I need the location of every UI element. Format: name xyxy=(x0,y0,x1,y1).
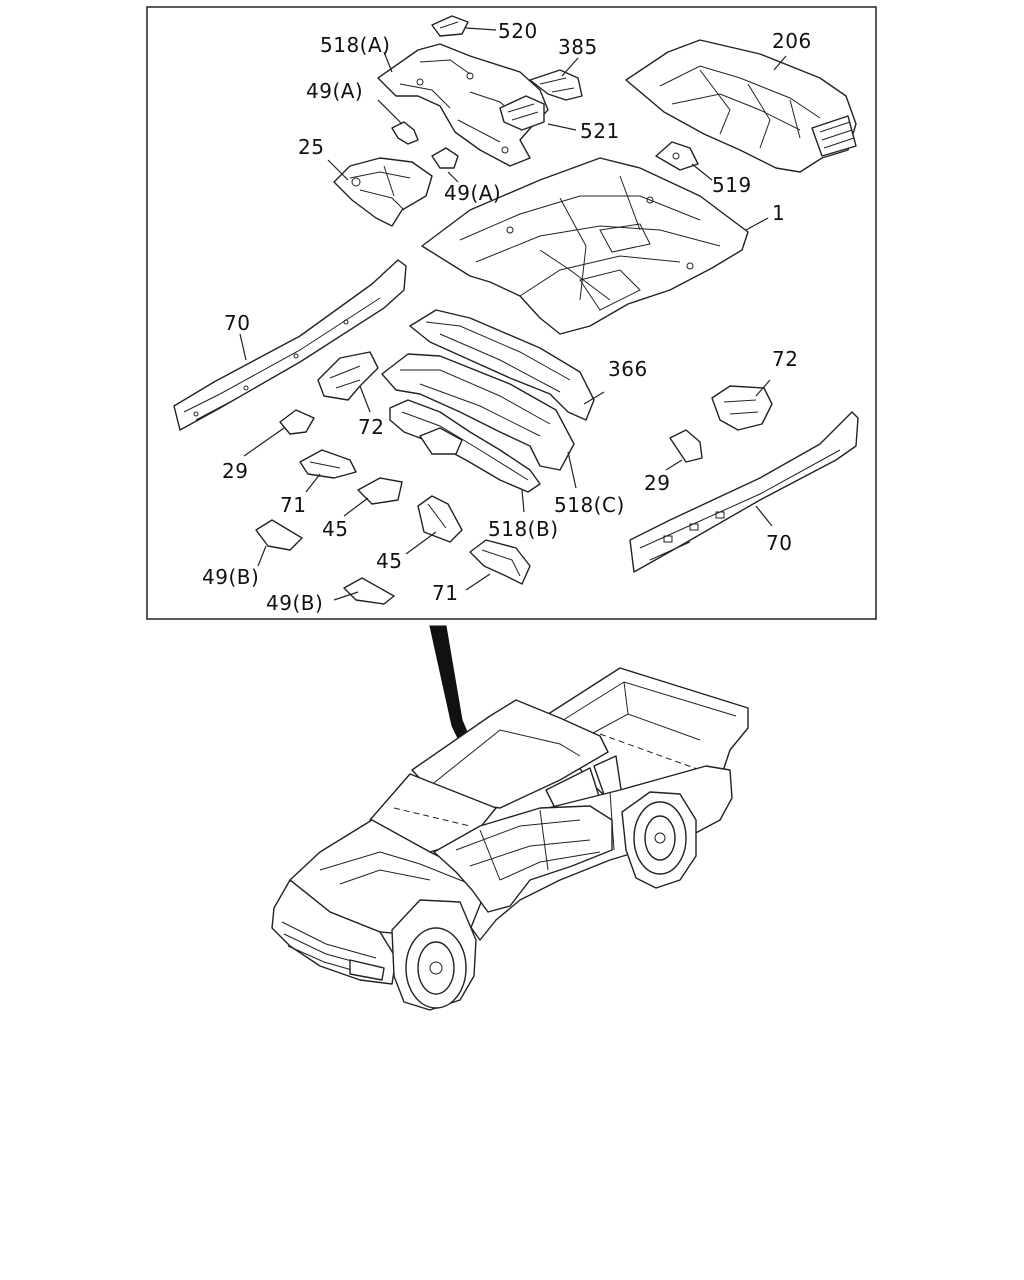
part-518b xyxy=(389,399,541,493)
part-25 xyxy=(333,157,433,227)
part-45-lower xyxy=(417,495,463,543)
callout-25: 25 xyxy=(298,135,324,159)
part-29-left xyxy=(279,409,315,435)
callout-518b: 518(B) xyxy=(488,517,559,541)
callout-385: 385 xyxy=(558,35,598,59)
callout-45-lower: 45 xyxy=(376,549,402,573)
callout-45-left: 45 xyxy=(322,517,348,541)
part-29-right xyxy=(669,429,703,463)
part-1 xyxy=(421,157,749,335)
part-366 xyxy=(381,309,595,471)
pickup-truck-illustration xyxy=(271,667,749,1011)
callout-49b-left: 49(B) xyxy=(202,565,259,589)
callout-49b-lower: 49(B) xyxy=(266,591,323,615)
callout-71-left: 71 xyxy=(280,493,306,517)
callout-518c: 518(C) xyxy=(554,493,625,517)
part-521 xyxy=(499,95,545,131)
part-49b-lower xyxy=(343,577,395,605)
part-518a xyxy=(377,43,549,167)
callout-70-left: 70 xyxy=(224,311,250,335)
callout-520: 520 xyxy=(498,19,538,43)
callout-1: 1 xyxy=(772,201,785,225)
exploded-view-frame xyxy=(146,6,877,620)
part-72-right xyxy=(711,385,773,431)
callout-49a-lower: 49(A) xyxy=(444,181,501,205)
callout-72-left: 72 xyxy=(358,415,384,439)
callout-49a-upper: 49(A) xyxy=(306,79,363,103)
callout-71-lower: 71 xyxy=(432,581,458,605)
part-49a-upper xyxy=(391,121,419,145)
callout-518a: 518(A) xyxy=(320,33,390,57)
part-71-left xyxy=(299,449,357,479)
part-520 xyxy=(431,15,469,37)
part-70-left xyxy=(173,259,407,431)
part-385 xyxy=(529,69,583,101)
callout-72-right: 72 xyxy=(772,347,798,371)
callout-labels: 520 518(A) 385 206 49(A) 521 25 49(A) 51… xyxy=(202,19,812,615)
callout-519: 519 xyxy=(712,173,752,197)
part-206 xyxy=(625,39,857,173)
callout-206: 206 xyxy=(772,29,812,53)
part-71-lower xyxy=(469,539,531,585)
part-49a-lower xyxy=(431,147,459,169)
callout-70-right: 70 xyxy=(766,531,792,555)
part-72-left xyxy=(317,351,379,401)
callout-29-right: 29 xyxy=(644,471,670,495)
part-49b-left xyxy=(255,519,303,551)
callout-29-left: 29 xyxy=(222,459,248,483)
part-70-right xyxy=(629,411,859,573)
callout-521: 521 xyxy=(580,119,620,143)
callout-366: 366 xyxy=(608,357,648,381)
part-45-left xyxy=(357,477,403,505)
part-519 xyxy=(655,141,699,171)
leader-lines xyxy=(239,27,787,601)
